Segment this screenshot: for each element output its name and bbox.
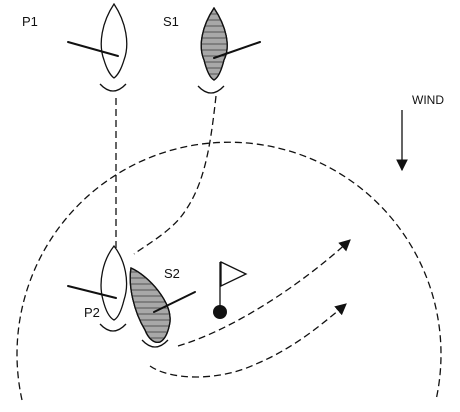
zone-circle [16, 141, 442, 401]
boat-p2-boom [67, 285, 117, 299]
boat-p1-stern-mark [99, 83, 127, 92]
boat-s2-stern-mark [141, 339, 169, 348]
wind-label: WIND [412, 93, 444, 107]
boat-p1-hull [100, 2, 128, 79]
s2-course-arrow-lower [149, 303, 347, 378]
boat-p2-label: P2 [84, 305, 100, 320]
boat-s2: S2 [129, 266, 196, 348]
s1-track [133, 95, 217, 255]
boat-s2-boom [153, 291, 196, 313]
boat-s2-label: S2 [164, 266, 180, 281]
s2-course-arrow-upper [177, 239, 351, 347]
boat-p1-label: P1 [22, 14, 38, 29]
boat-s1-label: S1 [163, 14, 179, 29]
boat-p2: P2 [67, 244, 128, 332]
boat-p2-hull [100, 244, 128, 321]
boat-p2-stern-mark [99, 323, 127, 332]
boat-p1: P1 [22, 2, 128, 92]
flag-icon [213, 260, 248, 319]
boat-s1-stern-mark [197, 85, 225, 94]
wind-indicator: WIND [396, 93, 444, 172]
boat-p1-boom [67, 41, 119, 57]
boat-s1: S1 [163, 6, 261, 94]
boat-s1-boom [213, 41, 261, 59]
